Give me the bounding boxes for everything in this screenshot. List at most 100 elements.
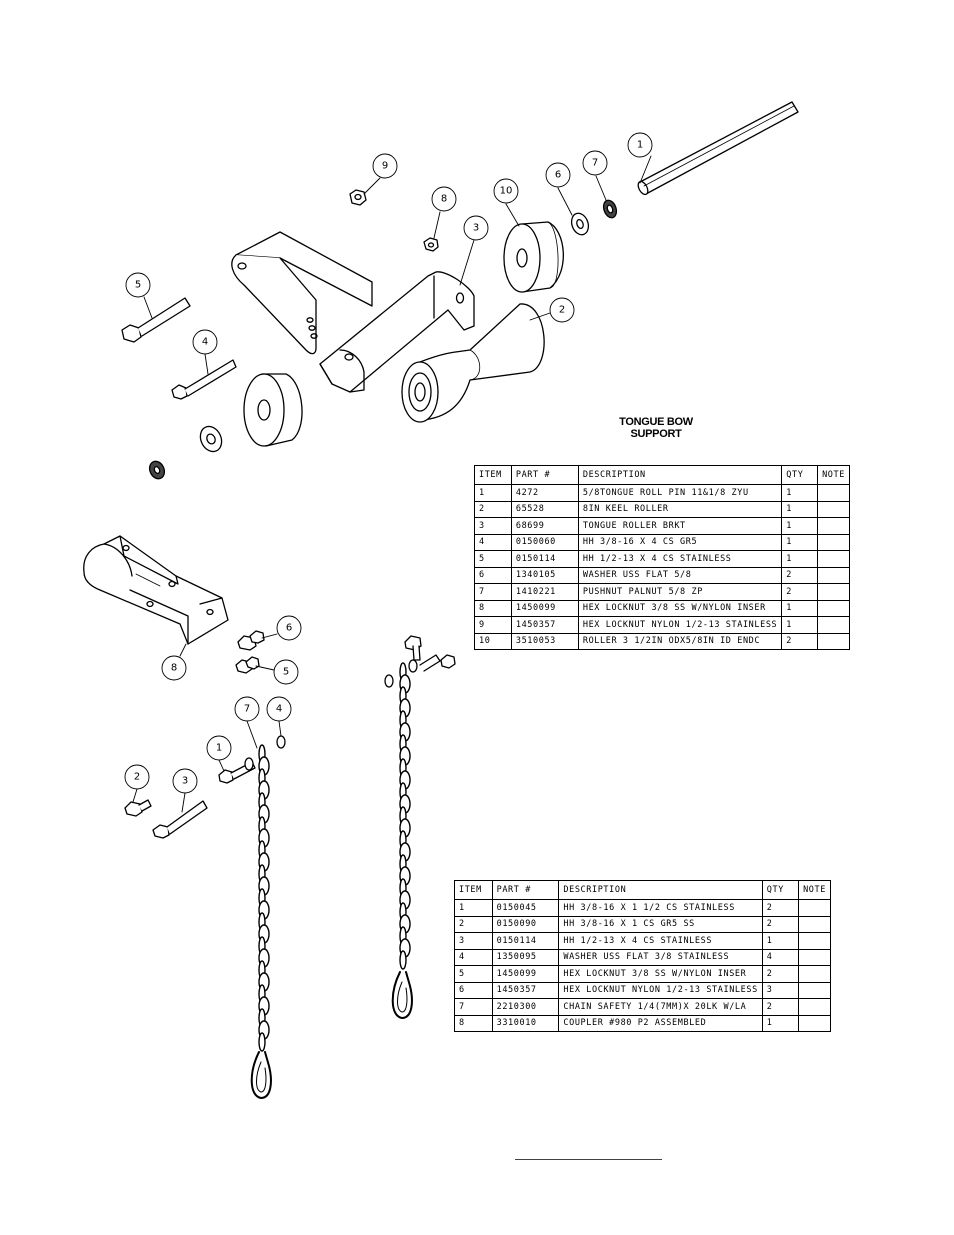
footer-link[interactable]: [515, 1158, 662, 1160]
cell-part: 1450357: [491, 981, 560, 999]
cell-note: [817, 533, 850, 551]
cell-part: 68699: [510, 517, 579, 535]
assembly-title: TONGUE BOW SUPPORT: [600, 416, 712, 440]
svg-text:3: 3: [182, 776, 188, 787]
cell-qty: 2: [761, 915, 800, 933]
cell-part: 0150060: [510, 533, 579, 551]
cell-qty: 1: [761, 932, 800, 950]
cell-desc: HH 1/2-13 X 4 CS STAINLESS: [577, 550, 783, 568]
cell-item: 4: [474, 533, 512, 551]
chain-bolt-3: [152, 800, 208, 839]
col-description: DESCRIPTION: [558, 880, 763, 900]
lower-washer-part: [199, 425, 223, 453]
col-qty: QTY: [761, 880, 800, 900]
safety-chain-right: [391, 662, 413, 1019]
callout-top-6: 6: [545, 162, 571, 188]
cell-qty: 2: [761, 899, 800, 917]
cell-item: 3: [454, 932, 493, 950]
cell-note: [798, 915, 831, 933]
roller-bracket-part: [231, 231, 475, 393]
cell-note: [817, 500, 850, 518]
cell-item: 7: [454, 998, 493, 1016]
bolt-part: [171, 359, 237, 400]
col-item: ITEM: [454, 880, 493, 900]
callout-top-8: 8: [431, 186, 457, 212]
cell-part: 1450357: [510, 616, 579, 634]
callout-top-10: 10: [493, 178, 519, 204]
bom-header-row: ITEM PART # DESCRIPTION QTY NOTE: [474, 465, 850, 485]
cell-qty: 3: [761, 981, 800, 999]
svg-text:8: 8: [441, 194, 447, 205]
callout-bottom-2: 2: [124, 764, 150, 790]
svg-text:10: 10: [500, 186, 513, 197]
cell-qty: 1: [781, 616, 819, 634]
svg-text:6: 6: [286, 623, 292, 634]
cell-item: 1: [454, 899, 493, 917]
chain-washer-4: [244, 735, 286, 771]
callout-top-4: 4: [192, 329, 218, 355]
svg-text:5: 5: [283, 667, 289, 678]
cell-qty: 1: [781, 533, 819, 551]
cell-item: 3: [474, 517, 512, 535]
washer-part: [570, 212, 590, 236]
cell-note: [798, 899, 831, 917]
callout-bottom-4: 4: [266, 696, 292, 722]
cell-desc: ROLLER 3 1/2IN ODX5/8IN ID ENDC: [577, 632, 783, 650]
cell-part: 4272: [510, 484, 579, 502]
cell-item: 8: [454, 1014, 493, 1032]
cell-desc: HH 3/8-16 X 1 CS GR5 SS: [558, 915, 763, 933]
cell-qty: 1: [781, 500, 819, 518]
cell-desc: HH 1/2-13 X 4 CS STAINLESS: [558, 932, 763, 950]
svg-text:9: 9: [382, 161, 388, 172]
svg-text:4: 4: [276, 704, 282, 715]
end-roller-lower-part: [243, 373, 303, 447]
cell-desc: COUPLER #980 P2 ASSEMBLED: [558, 1014, 763, 1032]
cell-item: 9: [474, 616, 512, 634]
cell-qty: 1: [781, 484, 819, 502]
cell-part: 1340105: [510, 566, 579, 584]
cell-note: [817, 484, 850, 502]
assembly-title-line-1: TONGUE BOW: [619, 416, 693, 428]
cell-item: 1: [474, 484, 512, 502]
cell-part: 3510053: [510, 632, 579, 650]
callout-bottom-3: 3: [172, 768, 198, 794]
cell-qty: 4: [761, 948, 800, 966]
cell-desc: HEX LOCKNUT NYLON 1/2-13 STAINLESS: [577, 616, 783, 634]
cell-part: 1450099: [491, 965, 560, 983]
cell-qty: 1: [781, 550, 819, 568]
keel-roller-part: [401, 303, 545, 423]
cell-part: 1450099: [510, 599, 579, 617]
small-locknut-part: [423, 237, 439, 252]
cell-desc: HH 3/8-16 X 1 1/2 CS STAINLESS: [558, 899, 763, 917]
svg-text:1: 1: [637, 140, 643, 151]
cell-qty: 2: [781, 632, 819, 650]
cell-part: 0150090: [491, 915, 560, 933]
col-note: NOTE: [817, 465, 850, 485]
cell-note: [798, 1014, 831, 1032]
cell-item: 2: [454, 915, 493, 933]
callout-top-9: 9: [372, 153, 398, 179]
svg-text:6: 6: [555, 170, 561, 181]
callout-bottom-8: 8: [161, 655, 187, 681]
callout-bottom-1: 1: [206, 735, 232, 761]
cell-part: 3310010: [491, 1014, 560, 1032]
coupler-nut-6: [237, 630, 265, 651]
callout-top-5: 5: [125, 272, 151, 298]
hex-locknut-part: [349, 189, 367, 206]
pushnut-part: [602, 199, 618, 219]
cell-desc: WASHER USS FLAT 3/8 STAINLESS: [558, 948, 763, 966]
svg-text:5: 5: [135, 280, 141, 291]
right-chain-hardware: [384, 635, 456, 688]
cell-item: 5: [454, 965, 493, 983]
svg-text:7: 7: [592, 158, 598, 169]
